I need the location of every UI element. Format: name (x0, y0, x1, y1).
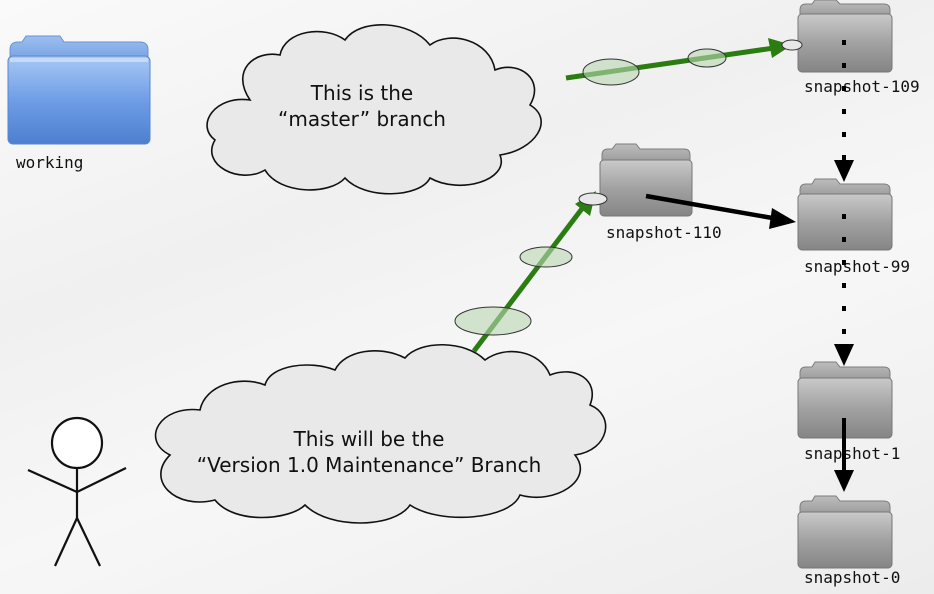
master-cloud-line2: “master” branch (278, 107, 446, 131)
maint-cloud-line2: “Version 1.0 Maintenance” Branch (197, 453, 542, 477)
folder-label-snapshot-109: snapshot-109 (804, 77, 920, 96)
folder-icon (797, 0, 893, 73)
folder-label-snapshot-99: snapshot-99 (804, 257, 910, 276)
master-pointer-arrow (565, 38, 803, 86)
master-cloud: This is the “master” branch (206, 23, 542, 195)
folder-icon (797, 495, 893, 569)
folder-label-snapshot-0: snapshot-0 (804, 568, 900, 587)
cloud-icon (154, 343, 607, 524)
snapshot-110-folder: snapshot-110 (599, 143, 722, 242)
folder-icon (599, 143, 693, 217)
snapshot-99-folder: snapshot-99 (797, 178, 910, 276)
folder-icon (7, 35, 151, 145)
arrow-110-to-99 (645, 193, 796, 229)
maintenance-pointer-arrow (454, 191, 608, 353)
maint-cloud-line1: This will be the (293, 427, 445, 451)
history-arrow-99-to-1 (834, 214, 854, 366)
stick-figure-icon (27, 416, 127, 567)
snapshot-0-folder: snapshot-0 (797, 495, 900, 587)
folder-icon (797, 178, 893, 251)
folder-icon (797, 361, 893, 439)
maintenance-cloud: This will be the “Version 1.0 Maintenanc… (154, 343, 607, 524)
snapshot-1-folder: snapshot-1 (797, 361, 900, 463)
folder-label-working: working (16, 153, 83, 172)
history-arrow-109-to-99 (834, 40, 854, 182)
cloud-icon (206, 23, 542, 195)
folder-label-snapshot-1: snapshot-1 (804, 444, 900, 463)
master-cloud-line1: This is the (310, 81, 413, 105)
folder-label-snapshot-110: snapshot-110 (606, 223, 722, 242)
snapshot-109-folder: snapshot-109 (797, 0, 920, 96)
working-folder: working (7, 35, 151, 172)
history-arrow-1-to-0 (834, 418, 854, 492)
